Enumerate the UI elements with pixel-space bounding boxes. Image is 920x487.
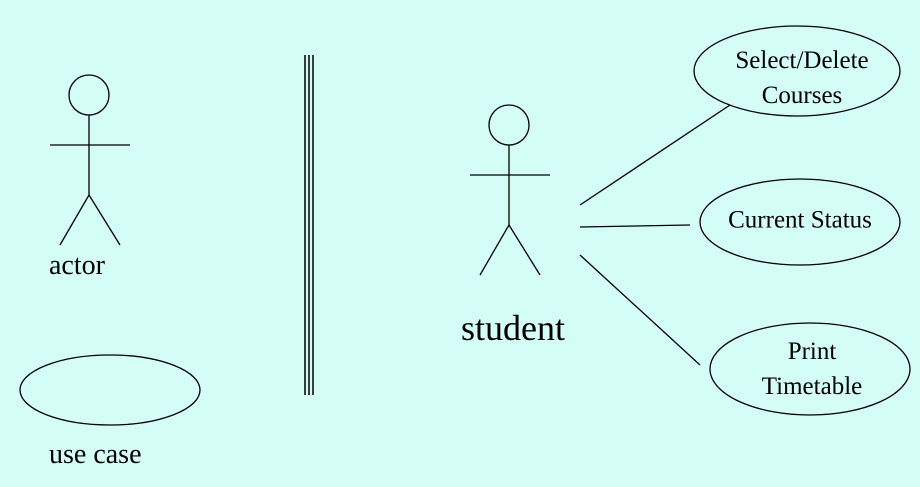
use-case-label-line: Timetable	[761, 373, 863, 400]
associations	[579, 104, 731, 366]
legend-actor-left-leg	[59, 194, 90, 246]
legend-use-case-ellipse	[19, 354, 201, 426]
student-actor-right-leg	[508, 224, 541, 276]
legend-use-case-label: use case	[49, 439, 142, 470]
use-case-select-delete-label: Select/Delete Courses	[735, 43, 868, 113]
association-select-delete	[579, 104, 731, 206]
legend-actor-label: actor	[49, 250, 105, 281]
use-case-select-delete-ellipse	[693, 25, 901, 117]
legend-actor-figure	[50, 74, 130, 246]
legend-actor-right-leg	[88, 194, 121, 246]
use-case-label-line: Current Status	[728, 206, 872, 234]
use-case-label-line: Select/Delete	[735, 47, 869, 74]
association-current-status	[579, 224, 691, 228]
student-actor-left-leg	[479, 224, 510, 276]
use-case-current-status-ellipse	[699, 178, 901, 266]
student-actor-head	[488, 104, 530, 146]
use-case-current-status-label: Current Status	[728, 203, 872, 238]
legend-actor-head	[68, 74, 110, 116]
association-print-timetable	[579, 254, 701, 366]
student-actor-figure	[470, 104, 550, 276]
divider	[304, 55, 314, 395]
student-actor-label: student	[461, 308, 565, 348]
use-case-label-line: Print	[787, 338, 837, 365]
use-case-print-timetable-label: Print Timetable	[762, 334, 862, 404]
use-case-print-timetable-ellipse	[709, 322, 911, 416]
use-case-label-line: Courses	[761, 82, 843, 109]
